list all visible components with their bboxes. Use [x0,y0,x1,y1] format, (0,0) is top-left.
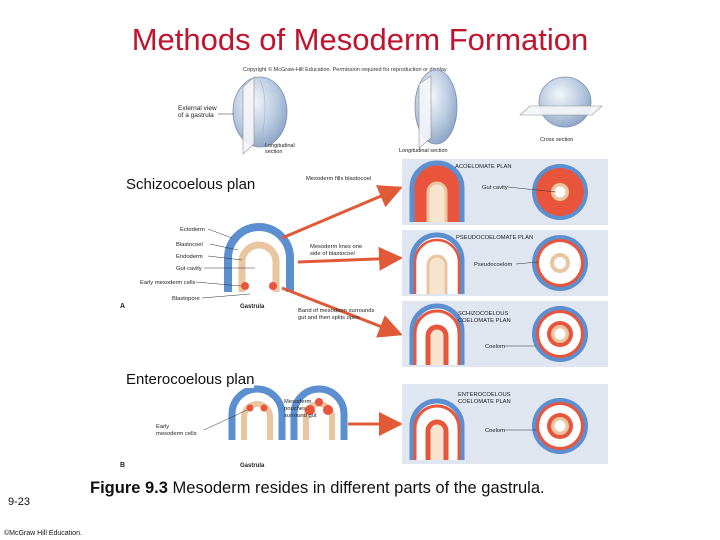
pseudocoelom-label: Pseudocoelom [474,262,513,268]
endoderm-label: Endoderm [176,254,203,260]
coelom-label-2: Coelom [485,428,505,434]
panel-a-arrows [281,185,403,338]
pseudocoelomate-plan-label: PSEUDOCOELOMATE PLAN [456,235,533,241]
panel-a-leaders [195,228,255,299]
gastrula-cross-section-view [519,76,603,128]
slide-number: 9-23 [8,496,31,508]
acoelomate-panel [402,159,608,225]
caption-figure-number: Figure 9.3 [90,479,168,497]
figure-caption: Figure 9.3 Mesoderm resides in different… [90,479,545,498]
copyright-text: Copyright © McGraw-Hill Education. Permi… [243,66,448,73]
footer-copyright: ©McGraw Hill Education. [4,530,82,537]
mesoderm-fills-label: Mesoderm fills blastocoel [306,176,371,182]
figure-diagram: Copyright © McGraw-Hill Education. Permi… [120,66,608,469]
panel-a-letter: A [120,303,125,310]
gastrula-external-view [232,76,288,155]
longitudinal-label-2: Longitudinal section [399,148,448,154]
acoelomate-plan-label: ACOELOMATE PLAN [455,164,512,170]
caption-text: Mesoderm resides in different parts of t… [167,479,545,497]
cross-section-label: Cross section [540,137,573,143]
blastopore-label: Blastopore [172,296,200,302]
ectoderm-label: Ectoderm [180,227,205,233]
pseudocoelomate-panel [402,230,608,296]
panel-b-letter: B [120,462,125,469]
gastrula-longitudinal-view [414,69,458,149]
arrow-labels: Mesoderm fills blastocoel Mesoderm lines… [298,176,374,321]
coelom-label-1: Coelom [485,344,505,350]
schizocoelous-panel [402,301,608,367]
schizocoelous-heading: Schizocoelous plan [126,176,256,193]
enterocoelous-heading: Enterocoelous plan [126,371,255,388]
blastocoel-label: Blastocoel [176,242,203,248]
early-mesoderm-cells-label: Early mesoderm cells [140,280,196,286]
acoelomate-gut-cavity-label: Gut cavity [482,185,508,191]
gut-cavity-label: Gut cavity [176,266,202,272]
panel-a-labels: Ectoderm Blastocoel Endoderm Gut cavity … [140,227,205,302]
mesoderm-figure: Copyright © McGraw-Hill Education. Permi… [110,62,610,472]
gastrula-b-series [228,385,348,440]
gastrula-a-label: Gastrula [240,304,265,310]
enterocoelous-panel [402,384,608,464]
slide-title: Methods of Mesoderm Formation [131,22,589,57]
gastrula-b-label: Gastrula [240,463,265,469]
